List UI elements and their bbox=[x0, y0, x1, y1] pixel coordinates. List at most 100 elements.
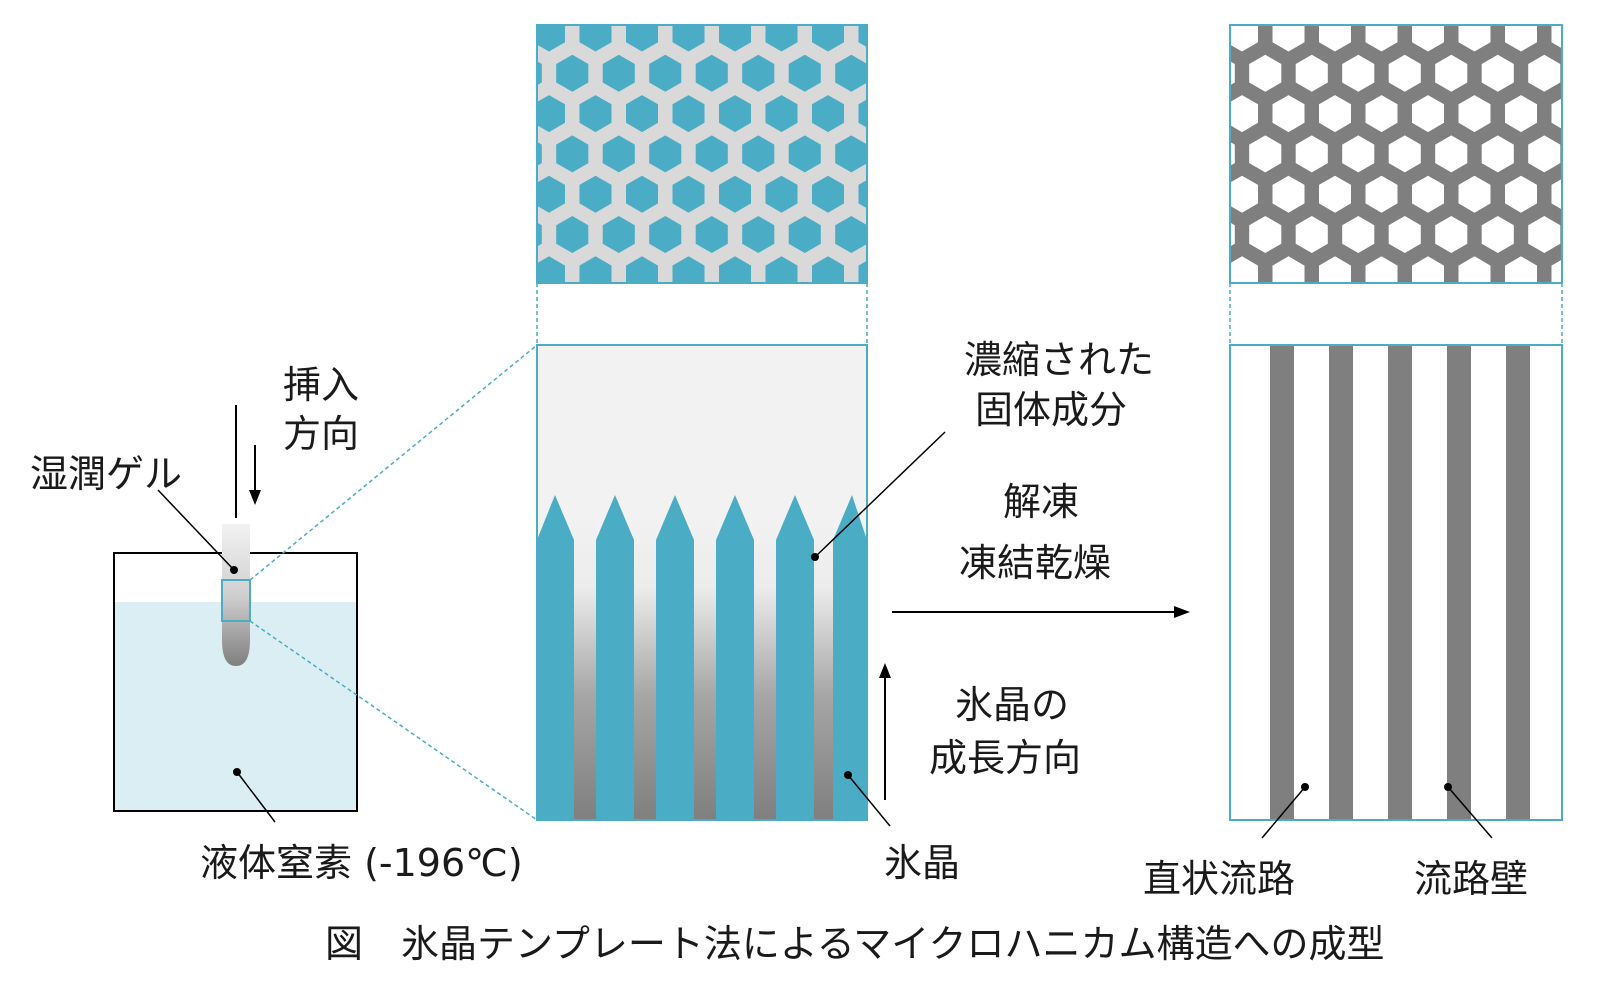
ice-cell bbox=[858, 25, 867, 48]
ice-cell bbox=[556, 216, 589, 253]
pore-cell bbox=[1528, 54, 1561, 92]
growth-direction-arrow bbox=[879, 663, 891, 800]
channel-wall bbox=[1270, 345, 1294, 820]
pore-cell bbox=[1458, 256, 1491, 283]
pore-cell bbox=[1458, 175, 1491, 213]
freezing-column-outline bbox=[536, 344, 868, 821]
channel-wall bbox=[1329, 345, 1353, 820]
ice-crystal bbox=[716, 495, 754, 820]
ice-cell bbox=[579, 25, 612, 52]
zoom-guide-top bbox=[249, 344, 538, 581]
ice-cell bbox=[695, 216, 728, 253]
straight-channel-leader bbox=[1261, 783, 1309, 839]
ice-cell bbox=[765, 95, 798, 133]
figure-caption: 図 氷晶テンプレート法によるマイクロハニカム構造への成型 bbox=[325, 922, 1384, 966]
pore-cell bbox=[1230, 175, 1258, 213]
ice-cell bbox=[858, 99, 867, 128]
pore-cell bbox=[1342, 54, 1375, 92]
pore-cell bbox=[1365, 95, 1398, 133]
process-arrow bbox=[892, 606, 1190, 618]
ice-cell bbox=[626, 256, 658, 283]
pore-cell bbox=[1272, 256, 1305, 283]
ice-cell bbox=[579, 95, 612, 133]
pore-cell bbox=[1528, 216, 1561, 253]
solid-channel-group bbox=[573, 510, 834, 820]
ice-cell bbox=[672, 256, 705, 283]
pore-cell bbox=[1180, 256, 1212, 293]
solid-channel bbox=[633, 510, 657, 820]
ice-cell bbox=[858, 180, 867, 209]
zoom-guide-bottom bbox=[249, 620, 538, 821]
pore-cell bbox=[1388, 54, 1421, 92]
ice-cell bbox=[695, 54, 728, 92]
pore-cell bbox=[1180, 95, 1212, 132]
liquid-nitrogen-leader bbox=[233, 768, 276, 823]
pore-cell bbox=[1295, 216, 1328, 253]
ice-cell bbox=[487, 176, 519, 213]
ice-cell bbox=[742, 216, 775, 253]
pore-cell bbox=[1505, 95, 1537, 133]
pore-cell bbox=[1528, 135, 1561, 173]
ice-cell bbox=[719, 175, 751, 213]
ice-cell bbox=[602, 135, 635, 173]
pore-cell bbox=[1272, 95, 1305, 133]
pore-cell bbox=[1551, 98, 1562, 129]
pore-cell bbox=[1249, 216, 1282, 253]
honeycomb-top-view bbox=[1180, 24, 1563, 293]
straight-channel-label: 直状流路 bbox=[1143, 857, 1295, 901]
insert-direction-label-1: 挿入 bbox=[283, 363, 359, 407]
ice-cell bbox=[626, 25, 658, 52]
ice-cell bbox=[487, 95, 519, 132]
ice-cell bbox=[537, 141, 542, 166]
ice-cell bbox=[788, 54, 821, 92]
ice-crystal bbox=[776, 495, 814, 820]
ice-cell bbox=[672, 95, 705, 133]
ice-cell bbox=[788, 216, 821, 253]
ice-cell bbox=[719, 256, 751, 283]
pore-cell bbox=[1365, 256, 1398, 283]
honeycomb-cells bbox=[1180, 25, 1562, 293]
pore-cell bbox=[1505, 256, 1537, 283]
ice-crystal bbox=[537, 495, 574, 820]
ice-cell bbox=[649, 135, 682, 173]
concentrated-solid-label-1: 濃縮された bbox=[964, 338, 1154, 382]
solid-channel bbox=[753, 510, 777, 820]
channel-wall bbox=[1506, 345, 1530, 820]
growth-direction-label-2: 成長方向 bbox=[929, 736, 1081, 780]
pore-cell bbox=[1319, 95, 1351, 133]
ice-cell bbox=[487, 256, 519, 293]
solid-channel bbox=[813, 510, 834, 820]
ice-cell bbox=[835, 54, 867, 92]
channel-wall-leader bbox=[1444, 783, 1493, 839]
pore-cell bbox=[1342, 135, 1375, 173]
ice-crystal bbox=[656, 495, 694, 820]
liquid-nitrogen-label: 液体窒素 (-196℃) bbox=[200, 841, 523, 885]
pore-cell bbox=[1412, 25, 1444, 52]
pore-cell bbox=[1319, 175, 1351, 213]
wet-gel-leader bbox=[157, 489, 238, 574]
zoom-region-box bbox=[221, 579, 251, 622]
ice-honeycomb-cells bbox=[487, 15, 867, 293]
ice-cell bbox=[858, 260, 867, 283]
ice-cell bbox=[672, 175, 705, 213]
ice-cell bbox=[487, 15, 519, 52]
insert-direction-arrow bbox=[249, 445, 261, 505]
pore-cell bbox=[1551, 25, 1562, 49]
ice-crystal-group bbox=[537, 495, 867, 820]
ice-cell bbox=[537, 61, 542, 86]
ice-cell bbox=[556, 135, 589, 173]
ice-cell bbox=[742, 54, 775, 92]
channel-walls bbox=[1270, 345, 1530, 820]
pore-cell bbox=[1388, 216, 1421, 253]
ice-cell bbox=[602, 54, 635, 92]
concentrated-solid-leader bbox=[811, 431, 946, 561]
solid-channel bbox=[693, 510, 717, 820]
pore-cell bbox=[1412, 95, 1444, 133]
growth-direction-label-1: 氷晶の bbox=[955, 683, 1069, 727]
pore-cell bbox=[1249, 135, 1282, 173]
wet-gel-label: 湿潤ゲル bbox=[30, 452, 182, 496]
ice-cell bbox=[695, 135, 728, 173]
ice-cell bbox=[602, 216, 635, 253]
ice-cell bbox=[719, 95, 751, 133]
pore-cell bbox=[1230, 95, 1258, 133]
